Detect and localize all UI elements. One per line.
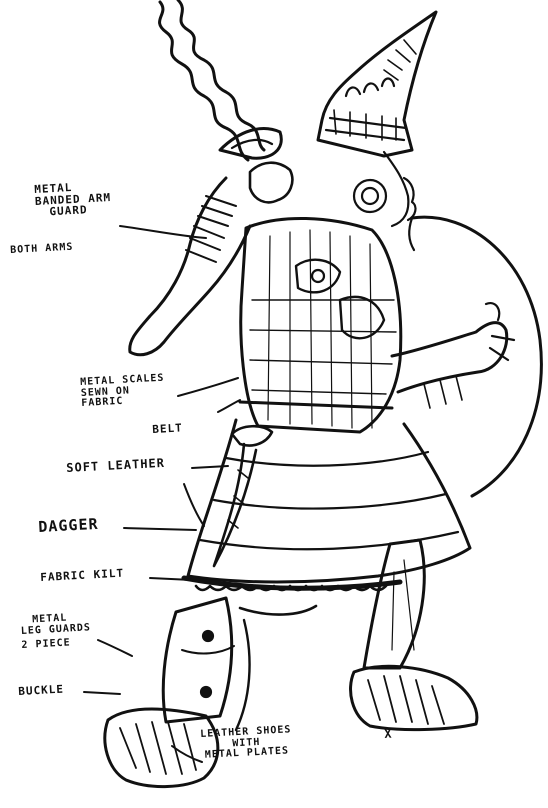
sword — [160, 0, 282, 160]
legs — [163, 540, 424, 730]
scales-label: METAL SCALES SEWN ON FABRIC — [80, 374, 166, 410]
shield — [409, 217, 541, 496]
kilt — [184, 420, 470, 590]
buckle-label: BUCKLE — [18, 684, 64, 698]
arm-guard-label: METAL BANDED ARM GUARD — [34, 180, 112, 219]
raised-arm — [130, 163, 293, 355]
torso-armor — [240, 218, 401, 432]
signature-mark: X — [384, 728, 393, 741]
dagger-label: DAGGER — [38, 517, 99, 536]
lower-arm — [392, 303, 514, 408]
leg-guards-line-2: LEG GUARDS — [21, 623, 92, 637]
helmet — [318, 12, 436, 226]
shoes-label: LEATHER SHOES WITH METAL PLATES — [200, 725, 293, 761]
belt-label: BELT — [152, 422, 183, 435]
leg-guards-label: METAL LEG GUARDS 2 PIECE — [20, 612, 92, 651]
